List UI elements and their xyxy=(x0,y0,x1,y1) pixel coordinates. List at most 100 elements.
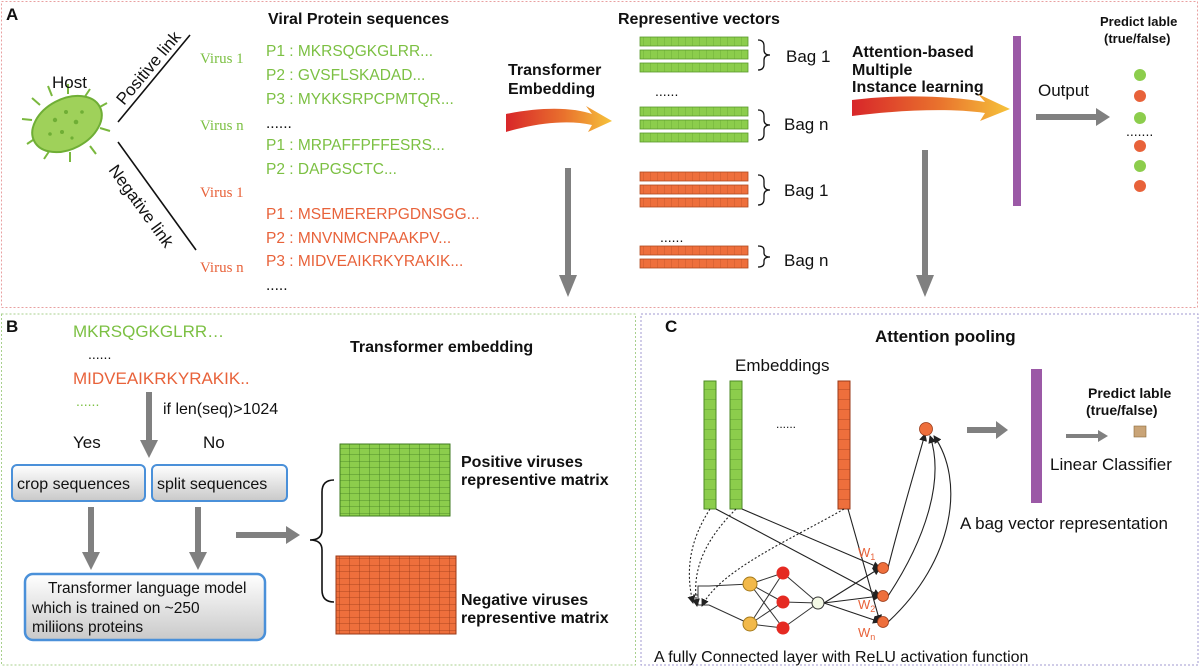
embedding-column-2 xyxy=(729,380,743,510)
virus-1-positive: Virus 1 xyxy=(200,51,244,67)
sequence-pos-3: P3 : MYKKSRPCPMTQR... xyxy=(266,91,454,108)
sequence-neg-2: P2 : MNVNMCNPAAKPV... xyxy=(266,230,451,247)
hidden-node-3 xyxy=(776,621,790,635)
sequence-pos-4: P1 : MRPAFFPFFESRS... xyxy=(266,137,445,154)
output-node xyxy=(811,596,825,610)
vectors-dots-negative: ...... xyxy=(660,229,683,245)
to-matrix-arrow xyxy=(236,526,300,544)
crop-down-arrow xyxy=(82,507,100,570)
matrix-brace xyxy=(309,479,335,603)
mil-output-bar xyxy=(1013,36,1021,206)
weight-label-1: W1 xyxy=(858,545,875,562)
sequence-neg-1: P1 : MSEMERERPGDNSGG... xyxy=(266,206,480,223)
sequence-ellipsis-1: ...... xyxy=(266,115,292,132)
crop-sequences-box: crop sequences xyxy=(11,464,146,502)
positive-link-line xyxy=(117,34,191,123)
panel-b-seq-bottom: MIDVEAIKRKYRAKIK.. xyxy=(73,369,250,388)
condition-arrow xyxy=(140,392,158,458)
bag-node xyxy=(919,422,933,436)
bag-vector-label: A bag vector representation xyxy=(960,514,1168,533)
panel-b-dots-2: ...... xyxy=(76,393,99,409)
embedding-column-n xyxy=(837,380,851,510)
crop-sequences-label: crop sequences xyxy=(17,476,130,493)
predict-label-c-1: Predict lable xyxy=(1088,385,1171,401)
bag-1-positive-vectors xyxy=(639,36,749,73)
linear-classifier-label: Linear Classifier xyxy=(1050,455,1172,474)
embeddings-dots: ...... xyxy=(776,417,796,431)
input-node-1 xyxy=(742,576,758,592)
model-line-2: which is trained on ~250 xyxy=(31,600,200,617)
prediction-square xyxy=(1133,425,1147,438)
transformer-arrow xyxy=(506,106,612,132)
embedding-column-1 xyxy=(703,380,717,510)
attention-label-2: Multiple xyxy=(852,62,913,79)
hidden-node-2 xyxy=(776,595,790,609)
positive-matrix xyxy=(339,443,451,517)
brace-bag-1-pos xyxy=(757,39,771,71)
down-arrow-to-c xyxy=(916,150,934,297)
panel-b-border xyxy=(1,313,636,666)
prediction-ellipsis: ....... xyxy=(1126,123,1153,139)
transformer-label-2: Embedding xyxy=(508,81,595,98)
panel-b-seq-top: MKRSQGKGLRR… xyxy=(73,322,224,341)
bag-n-negative-label: Bag n xyxy=(784,251,828,270)
no-label: No xyxy=(203,433,225,452)
attention-arrow xyxy=(852,94,1010,121)
classifier-bar xyxy=(1031,369,1042,503)
model-line-3: miliions proteins xyxy=(32,619,143,636)
panel-b-label: B xyxy=(6,317,18,336)
positive-matrix-label-2: representive matrix xyxy=(461,472,609,489)
split-sequences-label: split sequences xyxy=(157,476,267,493)
panel-b-heading: Transformer embedding xyxy=(350,339,533,356)
bag-1-negative-vectors xyxy=(639,171,749,208)
bacteria-icon xyxy=(21,84,111,162)
viral-sequences-heading: Viral Protein sequences xyxy=(268,11,449,28)
brace-bag-n-pos xyxy=(757,109,771,141)
transformer-model-box: Transformer language model which is trai… xyxy=(23,572,267,642)
negative-matrix-label-1: Negative viruses xyxy=(461,592,588,609)
virus-n-negative: Virus n xyxy=(200,260,244,276)
output-arrow xyxy=(1036,108,1110,126)
predict-label-1: Predict lable xyxy=(1100,14,1177,29)
weight-node-1 xyxy=(877,562,889,574)
sequence-ellipsis-2: ..... xyxy=(266,277,288,294)
sequence-pos-2: P2 : GVSFLSKADAD... xyxy=(266,67,425,84)
panel-a-border xyxy=(1,1,1198,308)
weight-label-n: Wn xyxy=(858,625,875,642)
yes-label: Yes xyxy=(73,433,101,452)
virus-n-positive: Virus n xyxy=(200,118,244,134)
bag-n-positive-label: Bag n xyxy=(784,115,828,134)
output-label: Output xyxy=(1038,81,1089,100)
predict-label-c-2: (true/false) xyxy=(1086,402,1158,418)
weight-node-n xyxy=(877,616,889,628)
negative-link-line xyxy=(117,141,197,251)
brace-bag-1-neg xyxy=(757,174,771,206)
prediction-dots xyxy=(1134,69,1146,192)
dotted-connections xyxy=(687,508,845,607)
embeddings-label: Embeddings xyxy=(735,356,830,375)
weight-node-2 xyxy=(877,590,889,602)
panel-c-heading: Attention pooling xyxy=(875,327,1016,346)
positive-link-label: Positive link xyxy=(113,27,186,108)
bag-n-negative-vectors xyxy=(639,245,749,269)
split-down-arrow xyxy=(189,507,207,570)
host-label: Host xyxy=(52,73,87,92)
down-arrow-to-b xyxy=(559,168,577,297)
panel-c-label: C xyxy=(665,317,677,336)
classifier-output-arrow xyxy=(1066,430,1108,442)
bag-to-classifier-arrow xyxy=(967,421,1008,439)
input-node-2 xyxy=(742,616,758,632)
predict-label-2: (true/false) xyxy=(1104,31,1170,46)
negative-matrix-label-2: representive matrix xyxy=(461,610,609,627)
fc-caption: A fully Connected layer with ReLU activa… xyxy=(654,649,1028,666)
virus-1-negative: Virus 1 xyxy=(200,185,244,201)
sequence-pos-1: P1 : MKRSQGKGLRR... xyxy=(266,43,433,60)
weight-label-2: W2 xyxy=(858,597,875,614)
split-sequences-box: split sequences xyxy=(151,464,288,502)
representive-vectors-heading: Representive vectors xyxy=(618,11,780,28)
bag-1-positive-label: Bag 1 xyxy=(786,47,830,66)
attention-label-3: Instance learning xyxy=(852,79,984,96)
model-line-1: Transformer language model xyxy=(48,580,246,597)
